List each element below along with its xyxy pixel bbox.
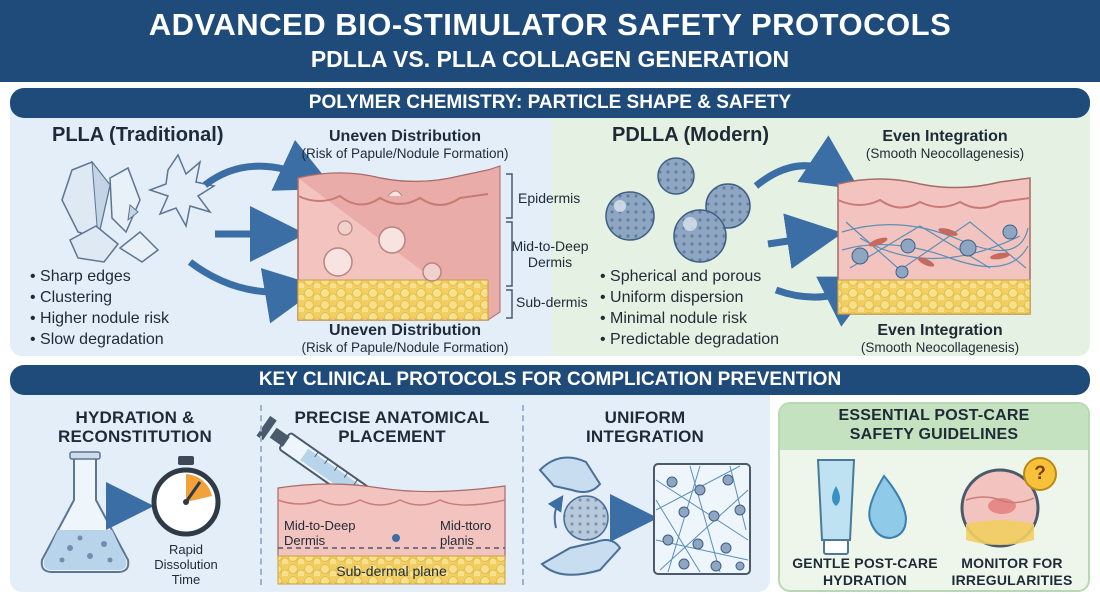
mesh-icon <box>653 463 751 575</box>
plla-skin-cross-section <box>297 165 501 321</box>
pdlla-bullet: • Spherical and porous <box>600 268 762 285</box>
hydration-title: HYDRATION & RECONSTITUTION <box>30 408 240 446</box>
pdlla-bullet: • Minimal nodule risk <box>600 310 747 327</box>
tube-icon <box>816 459 856 555</box>
placement-title-line: PLACEMENT <box>338 427 446 446</box>
droplet-icon <box>868 474 908 540</box>
pdlla-top-label: Even Integration <box>882 128 1008 145</box>
divider <box>522 405 524 585</box>
subdermal-plane-label: Sub-dermal plane <box>336 563 447 579</box>
placement-right-label: Mid-ttoro planis <box>440 518 504 548</box>
pdlla-title: PDLLA (Modern) <box>612 124 770 146</box>
plla-bullet-list: • Sharp edges • Clustering • Higher nodu… <box>30 266 230 350</box>
main-title: ADVANCED BIO-STIMULATOR SAFETY PROTOCOLS <box>148 7 952 42</box>
placement-right-label-line: Mid-ttoro <box>440 518 492 533</box>
pdlla-skin-cross-section <box>837 177 1031 315</box>
integration-title: UNIFORM INTEGRATION <box>540 408 750 446</box>
placement-left-label-line: Mid-to-Deep <box>284 518 356 533</box>
plla-bottom-sublabel: (Risk of Papule/Nodule Formation) <box>301 340 509 355</box>
polymer-chemistry-banner: POLYMER CHEMISTRY: PARTICLE SHAPE & SAFE… <box>10 88 1090 118</box>
placement-skin-strip <box>277 483 506 585</box>
postcare-title: ESSENTIAL POST-CARE SAFETY GUIDELINES <box>778 406 1090 444</box>
header: ADVANCED BIO-STIMULATOR SAFETY PROTOCOLS… <box>0 0 1100 82</box>
dermis-label-line: Mid-to-Deep <box>511 238 589 254</box>
pdlla-bottom-sublabel: (Smooth Neocollagenesis) <box>860 340 1020 355</box>
clinical-protocols-banner: KEY CLINICAL PROTOCOLS FOR COMPLICATION … <box>10 365 1090 395</box>
pdlla-bullet-list: • Spherical and porous • Uniform dispers… <box>600 266 830 350</box>
main-subtitle: PDLLA VS. PLLA COLLAGEN GENERATION <box>310 46 790 72</box>
plla-crystal-icon <box>61 153 216 263</box>
dissolution-label: Rapid Dissolution Time <box>150 542 222 587</box>
placement-left-label: Mid-to-Deep Dermis <box>284 518 384 548</box>
placement-title: PRECISE ANATOMICAL PLACEMENT <box>272 408 512 446</box>
epidermis-label: Epidermis <box>518 190 581 206</box>
divider <box>260 405 262 585</box>
plla-bullet: • Clustering <box>30 289 113 306</box>
placement-right-label-line: planis <box>440 533 474 548</box>
postcare-title-line: ESSENTIAL POST-CARE <box>838 407 1030 424</box>
plla-bullet: • Higher nodule risk <box>30 310 169 327</box>
post-care-header-bg <box>780 404 1088 450</box>
question-mark-icon: ? <box>1034 463 1046 484</box>
pdlla-sphere-icon <box>605 157 751 263</box>
placement-left-label-line: Dermis <box>284 533 326 548</box>
plla-top-sublabel: (Risk of Papule/Nodule Formation) <box>301 146 509 161</box>
stopwatch-icon <box>151 456 221 537</box>
dermis-label: Mid-to-Deep Dermis <box>510 238 590 270</box>
integration-title-line: UNIFORM <box>604 408 686 427</box>
postcare-hydration-label-line: GENTLE POST-CARE <box>792 555 938 571</box>
plla-bottom-label: Uneven Distribution <box>328 322 481 339</box>
gloved-hands-icon <box>538 456 622 576</box>
skin-lens-icon <box>960 457 1057 548</box>
flask-icon <box>40 451 130 573</box>
monitor-irregularities-label-line: MONITOR FOR <box>961 555 1063 571</box>
dermis-label-line: Dermis <box>527 254 573 270</box>
placement-title-line: PRECISE ANATOMICAL <box>294 408 490 427</box>
hydration-title-line: HYDRATION & <box>75 408 195 427</box>
pdlla-bottom-label: Even Integration <box>877 322 1003 339</box>
plla-bullet: • Slow degradation <box>30 331 164 348</box>
plla-bullet: • Sharp edges <box>30 268 131 285</box>
hydration-title-line: RECONSTITUTION <box>58 427 212 446</box>
monitor-irregularities-label: MONITOR FOR IRREGULARITIES <box>940 555 1084 589</box>
subdermis-label: Sub-dermis <box>516 294 588 310</box>
pdlla-bullet: • Predictable degradation <box>600 331 780 348</box>
postcare-hydration-label: GENTLE POST-CARE HYDRATION <box>790 555 940 589</box>
monitor-irregularities-label-line: IRREGULARITIES <box>951 572 1073 588</box>
plla-top-label: Uneven Distribution <box>328 128 481 145</box>
dissolution-label-line: Time <box>171 572 201 587</box>
postcare-title-line: SAFETY GUIDELINES <box>849 426 1019 443</box>
integration-title-line: INTEGRATION <box>585 427 705 446</box>
pdlla-top-sublabel: (Smooth Neocollagenesis) <box>865 146 1025 161</box>
dissolution-label-line: Rapid <box>169 542 203 557</box>
pdlla-bullet: • Uniform dispersion <box>600 289 744 306</box>
dissolution-label-line: Dissolution <box>154 557 218 572</box>
plla-title: PLLA (Traditional) <box>52 124 224 146</box>
postcare-hydration-label-line: HYDRATION <box>823 572 907 588</box>
